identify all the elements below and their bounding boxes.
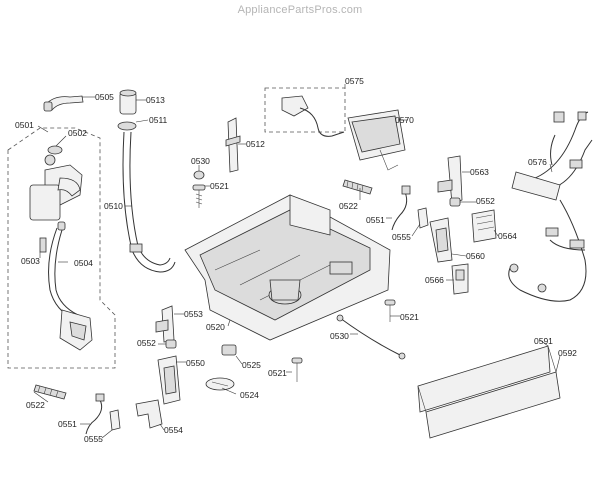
part-0592-kickplate[interactable] [417,345,561,439]
label-0550: 0550 [186,358,205,368]
label-0551-right: 0551 [366,215,385,225]
label-0530-mid: 0530 [330,331,349,341]
part-0520-base[interactable] [184,194,391,341]
label-0592: 0592 [558,348,577,358]
label-0510: 0510 [104,201,123,211]
part-0554-bracket[interactable] [135,399,163,429]
label-0575: 0575 [345,76,364,86]
label-0555-left: 0555 [84,434,103,444]
label-0511: 0511 [149,115,168,125]
label-0553: 0553 [184,309,203,319]
label-0522-left: 0522 [26,400,45,410]
part-0566-bracket[interactable] [451,263,469,295]
label-0522-right: 0522 [339,201,358,211]
part-0522-spring-right[interactable] [342,179,373,195]
part-0553-bracket[interactable] [155,305,175,343]
label-0520: 0520 [206,322,225,332]
label-0551-left: 0551 [58,419,77,429]
part-0513-cap[interactable] [119,89,137,115]
label-0552-left: 0552 [137,338,156,348]
part-0563-bracket[interactable] [437,155,463,205]
part-0555-clip-left[interactable] [109,409,121,431]
part-0522-spring-left[interactable] [33,384,67,400]
part-0575-sensor[interactable] [281,95,345,137]
part-0550-hinge-arm[interactable] [157,355,181,405]
label-0502: 0502 [68,128,87,138]
part-labels: 0505 0501 0502 0503 0504 0513 0511 0510 … [15,76,577,444]
label-0505: 0505 [95,92,114,102]
label-0552-right: 0552 [476,196,495,206]
label-0560: 0560 [466,251,485,261]
group-0575-outline [264,87,346,133]
part-0521-screw-right[interactable] [384,299,396,322]
part-0512-bracket[interactable] [225,117,241,173]
part-0530-cable[interactable] [336,314,406,360]
label-0576: 0576 [528,157,547,167]
part-0505-hose[interactable] [43,95,84,112]
part-0502-assembly[interactable] [29,145,83,253]
part-0552-roller-left[interactable] [165,339,177,349]
leader-lines [33,84,561,439]
part-0504-hose[interactable] [48,227,93,351]
label-0554: 0554 [164,425,183,435]
label-0524: 0524 [240,390,259,400]
label-0530-top: 0530 [191,156,210,166]
part-0525-clip[interactable] [221,344,237,356]
part-0564-hinge[interactable] [471,209,497,243]
label-0513: 0513 [146,95,165,105]
part-0511-clamp[interactable] [117,121,137,131]
part-0570-module[interactable] [347,109,406,171]
label-0563: 0563 [470,167,489,177]
part-0510-hose[interactable] [122,131,176,273]
part-0560-hinge-arm[interactable] [429,217,453,263]
label-0512: 0512 [246,139,265,149]
label-0521-right: 0521 [400,312,419,322]
part-0552-roller-right[interactable] [449,197,461,207]
label-0555-right: 0555 [392,232,411,242]
label-0503: 0503 [21,256,40,266]
part-0555-clip-right[interactable] [417,207,429,229]
label-0570: 0570 [395,115,414,125]
label-0525: 0525 [242,360,261,370]
part-0576-harness[interactable] [508,111,593,302]
label-0521-top: 0521 [210,181,229,191]
part-0551-cable-right[interactable] [391,185,411,231]
part-0524-disc[interactable] [205,377,235,391]
part-0521-screw-bottom[interactable] [291,357,303,382]
label-0591: 0591 [534,336,553,346]
part-0521-screw-top[interactable] [192,184,206,208]
label-0504: 0504 [74,258,93,268]
part-0530-grommet[interactable] [193,170,205,180]
part-0551-cable-left[interactable] [85,393,105,435]
label-0564: 0564 [498,231,517,241]
label-0521-bottom: 0521 [268,368,287,378]
part-0591-kickplate[interactable] [417,345,551,413]
label-0566: 0566 [425,275,444,285]
watermark: AppliancePartsPros.com [237,4,363,16]
group-0501-outline [7,127,116,369]
label-0501: 0501 [15,120,34,130]
